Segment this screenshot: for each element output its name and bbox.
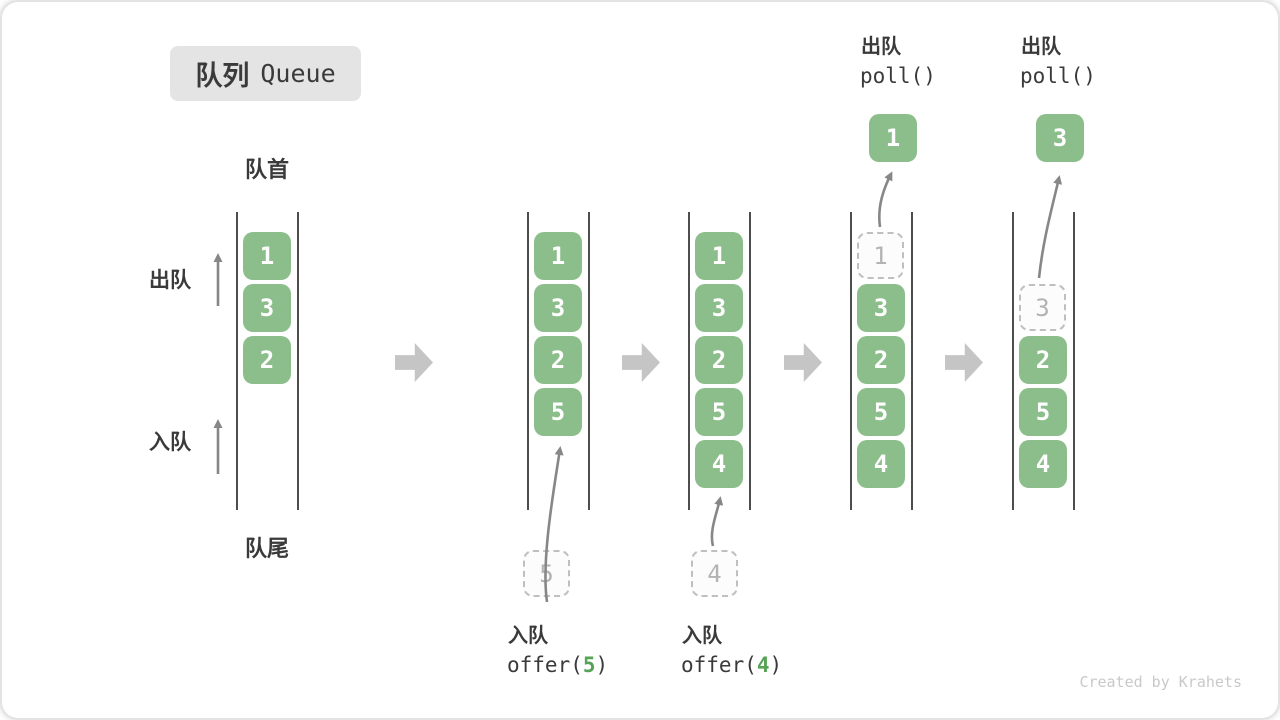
queue3-item: 3	[695, 284, 743, 332]
code-arg: 4	[756, 653, 770, 677]
queue4-op-code: poll()	[860, 64, 936, 88]
title-zh: 队列	[195, 61, 250, 91]
queue-channel-4	[850, 212, 913, 510]
queue5-op-code: poll()	[1020, 64, 1096, 88]
queue2-op-action: 入队	[508, 625, 548, 647]
queue5-popped-item: 3	[1036, 114, 1084, 162]
queue-channel-2	[527, 212, 590, 510]
queue3-item: 5	[695, 388, 743, 436]
queue5-item: 4	[1019, 440, 1067, 488]
queue-channel-3	[688, 212, 751, 510]
queue5-ghost-item: 3	[1019, 284, 1066, 331]
code-close: )	[595, 653, 609, 677]
code-close: )	[769, 653, 783, 677]
transition-arrow-icon	[945, 343, 983, 382]
queue1-item: 1	[243, 232, 291, 280]
queue4-item: 5	[857, 388, 905, 436]
queue4-popped-item: 1	[869, 114, 917, 162]
queue4-item: 2	[857, 336, 905, 384]
title-badge: 队列 Queue	[170, 46, 361, 101]
credit-text: Created by Krahets	[1079, 673, 1242, 691]
queue4-item: 3	[857, 284, 905, 332]
queue3-staging-item: 4	[691, 550, 738, 597]
front-label: 队首	[244, 157, 289, 182]
queue4-ghost-item: 1	[857, 232, 904, 279]
queue3-op-code: offer(4)	[681, 653, 782, 677]
queue1-item: 3	[243, 284, 291, 332]
queue4-item: 4	[857, 440, 905, 488]
code-fn: offer(	[681, 653, 757, 677]
queue2-item: 1	[534, 232, 582, 280]
code-arg: 5	[582, 653, 596, 677]
queue2-item: 2	[534, 336, 582, 384]
queue-channel-1	[236, 212, 299, 510]
title-en: Queue	[260, 59, 336, 88]
queue5-item: 5	[1019, 388, 1067, 436]
transition-arrow-icon	[622, 343, 660, 382]
dequeue-side-label: 出队	[149, 269, 191, 292]
queue3-item: 2	[695, 336, 743, 384]
queue2-item: 3	[534, 284, 582, 332]
rear-label: 队尾	[244, 536, 289, 561]
code-fn: offer(	[507, 653, 583, 677]
queue3-item: 4	[695, 440, 743, 488]
transition-arrow-icon	[784, 343, 822, 382]
queue3-item: 1	[695, 232, 743, 280]
queue-channel-5	[1012, 212, 1075, 510]
queue2-staging-item: 5	[523, 550, 570, 597]
queue2-item: 5	[534, 388, 582, 436]
enqueue-side-label: 入队	[149, 431, 191, 454]
transition-arrow-icon	[395, 343, 433, 382]
queue5-op-action: 出队	[1021, 36, 1061, 58]
queue5-item: 2	[1019, 336, 1067, 384]
queue1-item: 2	[243, 336, 291, 384]
queue4-op-action: 出队	[861, 36, 901, 58]
queue2-op-code: offer(5)	[507, 653, 608, 677]
queue3-op-action: 入队	[682, 625, 722, 647]
